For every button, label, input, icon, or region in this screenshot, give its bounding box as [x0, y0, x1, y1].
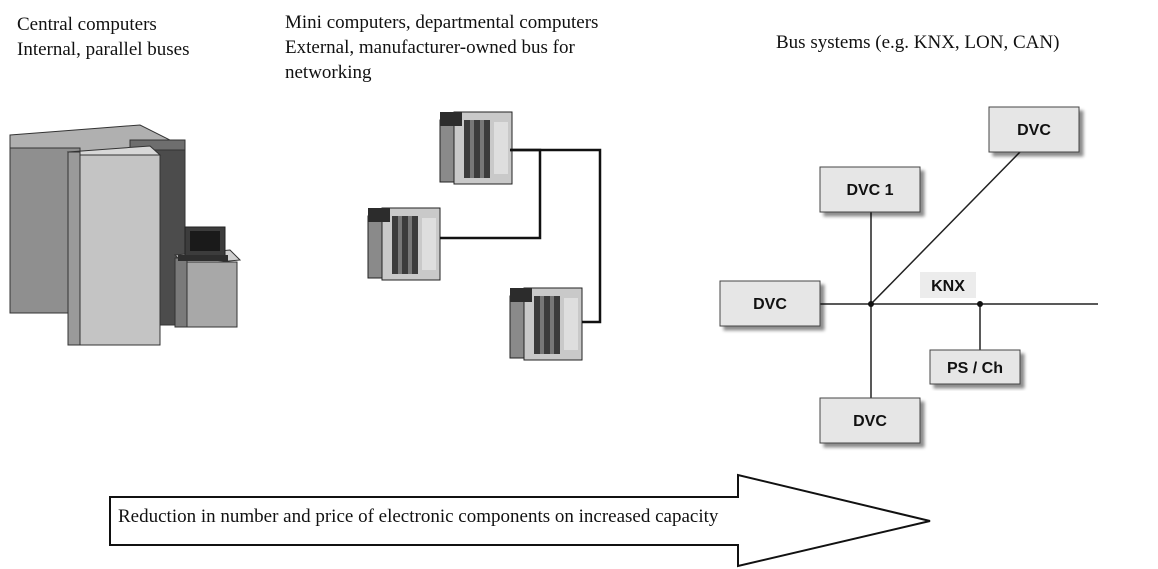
bus-junction: [868, 301, 874, 307]
power-supply-choke-box: PS / Ch: [947, 360, 1003, 377]
bus-systems-caption: Bus systems (e.g. KNX, LON, CAN): [776, 30, 1059, 55]
mini-computers-subtitle: External, manufacturer-owned bus for: [285, 37, 575, 58]
knx-bus-label: KNX: [931, 278, 965, 295]
mini-computer-icon: [509, 287, 583, 361]
central-computers-subtitle: Internal, parallel buses: [17, 39, 190, 60]
bus-junction: [977, 301, 983, 307]
arrow-caption: Reduction in number and price of electro…: [118, 506, 719, 527]
mini-computers-subtitle-cont: networking: [285, 62, 372, 83]
network-cable: [510, 148, 602, 324]
progress-arrow: [109, 473, 931, 568]
knx-bus-diagram: DVC DVC 1 DVC DVC PS / Ch KNX: [719, 106, 1098, 444]
device-box-1: DVC 1: [846, 182, 893, 199]
device-box-bottom: DVC: [853, 413, 887, 430]
device-box-left: DVC: [753, 296, 787, 313]
central-computers-title: Central computers: [17, 14, 157, 35]
device-box-top-right: DVC: [1017, 122, 1051, 139]
mini-computers-caption: Mini computers, departmental computers E…: [285, 10, 598, 85]
mainframe-computer-icon: [9, 124, 242, 346]
central-computers-caption: Central computers Internal, parallel bus…: [17, 12, 190, 62]
bus-systems-title: Bus systems (e.g. KNX, LON, CAN): [776, 32, 1060, 53]
mini-computers-title: Mini computers, departmental computers: [285, 12, 599, 33]
bus-branch-diagonal: [870, 151, 1021, 305]
mini-computer-icon: [367, 207, 441, 281]
mini-computer-icon: [439, 111, 513, 185]
